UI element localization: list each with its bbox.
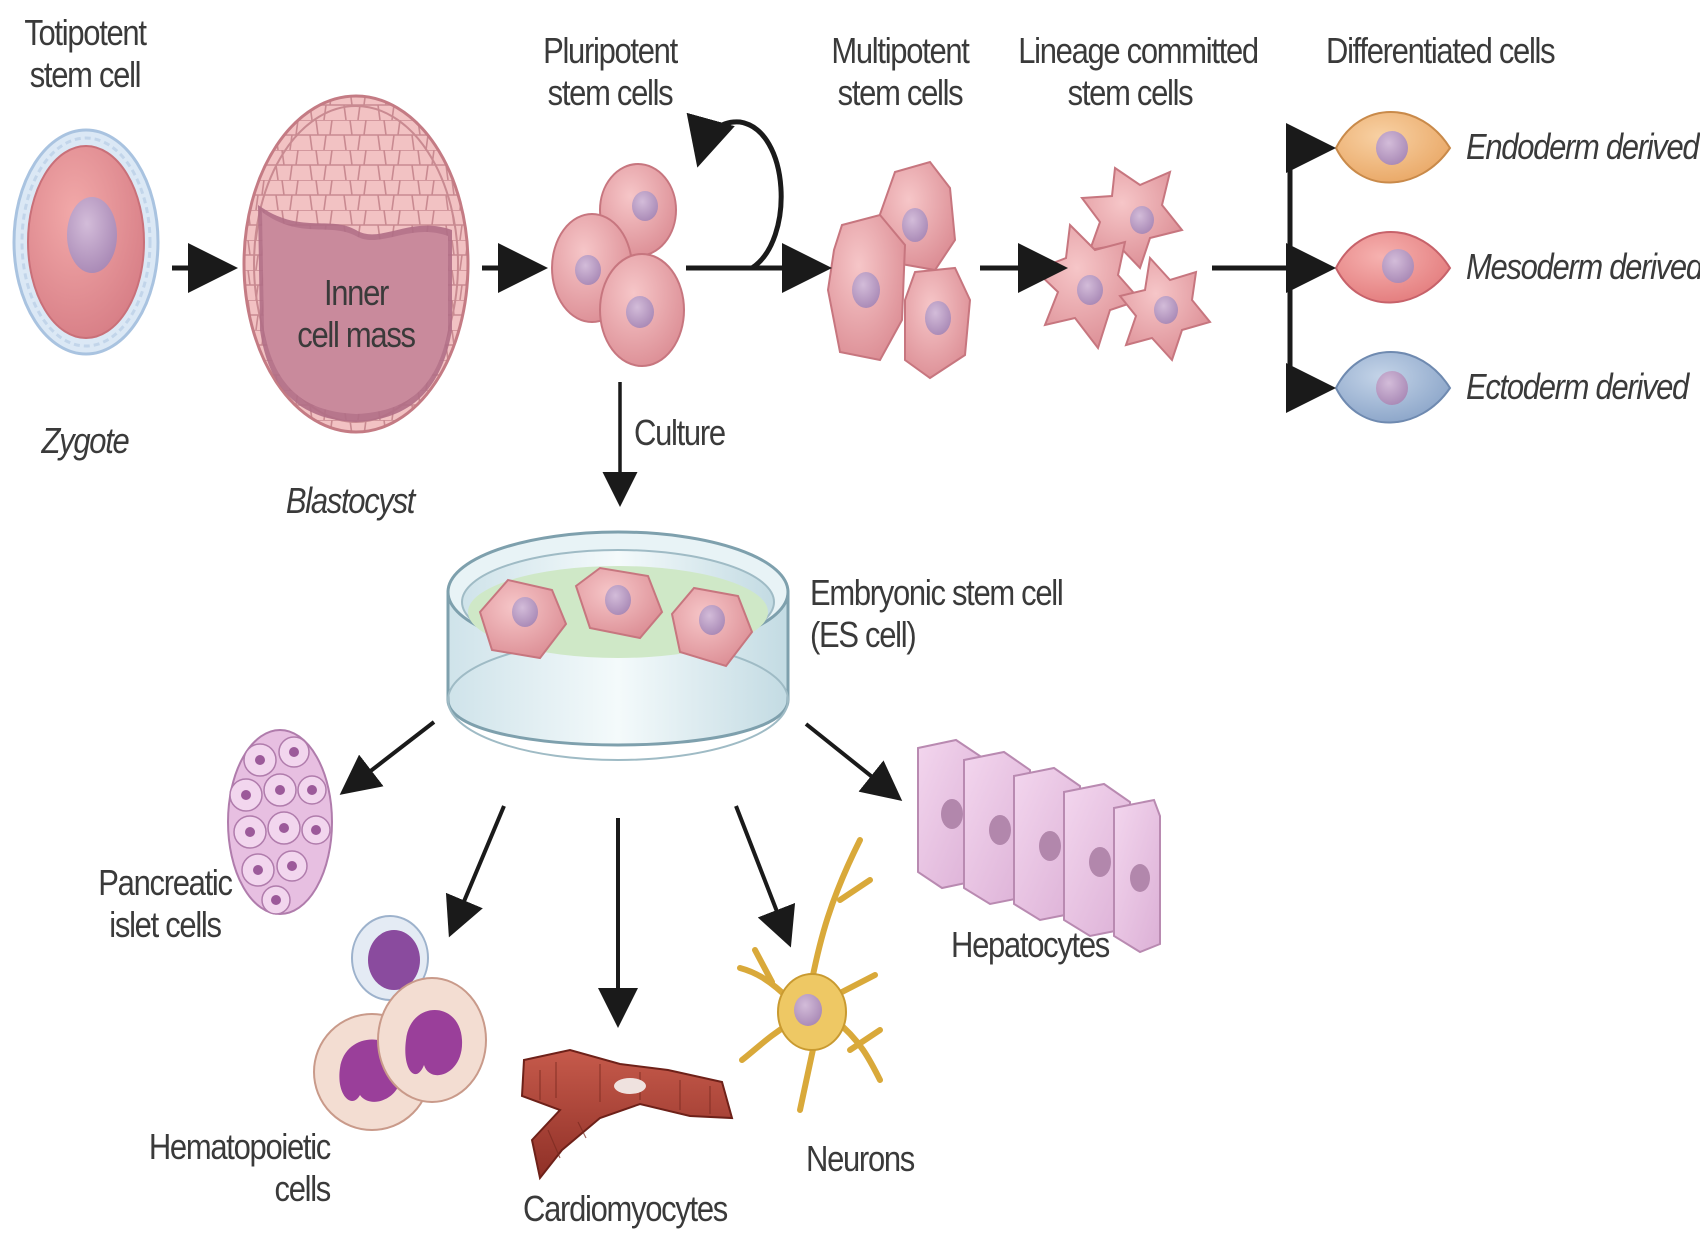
endoderm-derived-label: Endoderm derived (1466, 126, 1698, 168)
cardiomyocytes-label: Cardiomyocytes (518, 1188, 733, 1230)
multipotent-cells (828, 162, 970, 378)
hematopoietic-cells (314, 916, 486, 1130)
petri-dish (448, 532, 788, 760)
blastocyst-label: Blastocyst (264, 480, 436, 522)
totipotent-label: Totipotent stem cell (12, 12, 158, 97)
hepatocytes-label: Hepatocytes (935, 924, 1124, 966)
es-cell-label: Embryonic stem cell (ES cell) (810, 572, 1062, 657)
es-cell-label-line-1: Embryonic stem cell (810, 572, 1062, 614)
ectoderm-derived-label: Ectoderm derived (1466, 366, 1688, 408)
pancreatic-label-line-2: islet cells (92, 904, 238, 946)
pluripotent-label: Pluripotent stem cells (533, 30, 688, 115)
pancreatic-islet-label: Pancreatic islet cells (92, 862, 238, 947)
zygote-cell (14, 130, 158, 354)
multipotent-label-line-1: Multipotent (823, 30, 978, 72)
hematopoietic-label-line-2: cells (124, 1168, 330, 1210)
hematopoietic-label: Hematopoietic cells (124, 1126, 330, 1211)
blastocyst-cell (244, 96, 468, 432)
ectoderm-cell (1336, 352, 1450, 423)
mesoderm-cell (1336, 232, 1450, 303)
es-cell-label-line-2: (ES cell) (810, 614, 1062, 656)
multipotent-label: Multipotent stem cells (823, 30, 978, 115)
pluripotent-cells (552, 164, 684, 366)
hematopoietic-label-line-1: Hematopoietic (124, 1126, 330, 1168)
totipotent-label-line-2: stem cell (12, 54, 158, 96)
culture-label: Culture (634, 412, 725, 454)
inner-cell-mass-line-2: cell mass (270, 314, 442, 356)
zygote-label: Zygote (12, 420, 158, 462)
inner-cell-mass-line-1: Inner (270, 272, 442, 314)
lineage-committed-label-line-2: stem cells (1018, 72, 1242, 114)
lineage-committed-label-line-1: Lineage committed (1018, 30, 1242, 72)
pluripotent-label-line-1: Pluripotent (533, 30, 688, 72)
neuron-cell (740, 840, 880, 1110)
mesoderm-derived-label: Mesoderm derived (1466, 246, 1700, 288)
pluripotent-label-line-2: stem cells (533, 72, 688, 114)
endoderm-cell (1336, 112, 1450, 183)
neurons-label: Neurons (791, 1138, 929, 1180)
differentiated-cells-label: Differentiated cells (1326, 30, 1554, 72)
lineage-committed-label: Lineage committed stem cells (1018, 30, 1242, 115)
totipotent-label-line-1: Totipotent (12, 12, 158, 54)
hepatocyte-cells (918, 740, 1160, 952)
pancreatic-islet-cells (228, 730, 332, 914)
lineage-committed-cells (1035, 168, 1210, 360)
pancreatic-label-line-1: Pancreatic (92, 862, 238, 904)
self-renewal-arrow (700, 122, 781, 268)
inner-cell-mass-label: Inner cell mass (270, 272, 442, 357)
cardiomyocytes-cells (522, 1050, 732, 1178)
multipotent-label-line-2: stem cells (823, 72, 978, 114)
